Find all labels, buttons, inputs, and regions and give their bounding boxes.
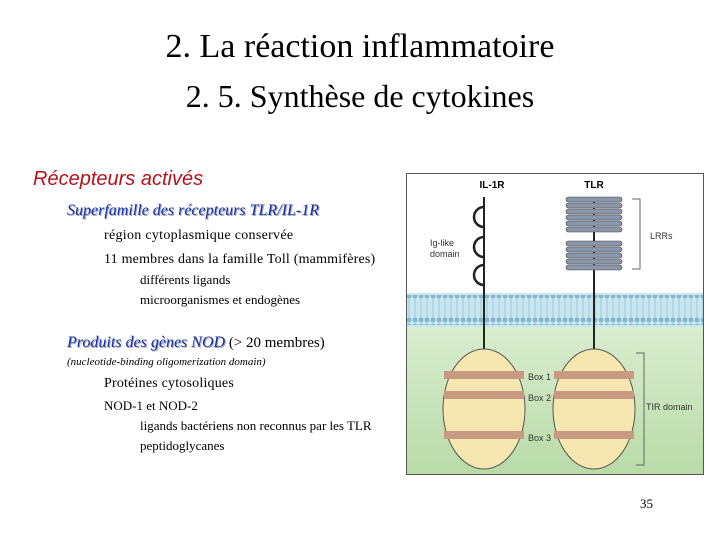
label-box1: Box 1 — [528, 372, 551, 382]
label-lrrs: LRRs — [650, 231, 673, 241]
label-box3: Box 3 — [528, 433, 551, 443]
label-il1r: IL-1R — [480, 180, 506, 191]
nod-line-4: peptidoglycanes — [140, 438, 225, 453]
tlr-tir-domain — [552, 348, 636, 470]
receptor-figure: IL-1R TLR Ig-like domain LRRs — [406, 173, 704, 475]
ig-loop-3 — [472, 263, 485, 287]
nod-line-1: Protéines cytosoliques — [104, 376, 234, 391]
nod-heading-row: Produits des gènes NOD (> 20 membres) — [67, 334, 325, 352]
label-ig-like: Ig-like — [430, 238, 454, 248]
lrr-stack-upper — [565, 196, 623, 233]
label-domain: domain — [430, 249, 460, 259]
nod-heading-suffix: (> 20 membres) — [225, 335, 325, 351]
nod-line-3: ligands bactériens non reconnus par les … — [140, 418, 372, 433]
superfamily-line-2: 11 membres dans la famille Toll (mammifè… — [104, 252, 376, 267]
lrr-stack-lower — [565, 240, 623, 271]
lrr-bracket — [632, 198, 641, 270]
nod-line-2: NOD-1 et NOD-2 — [104, 398, 198, 413]
superfamily-line-3: différents ligands — [140, 272, 231, 287]
ig-loop-1 — [472, 205, 485, 229]
tir-bracket — [636, 352, 645, 466]
slide-title: 2. La réaction inflammatoire — [165, 28, 555, 65]
il1r-tir-domain — [442, 348, 526, 470]
ig-loop-2 — [472, 235, 485, 259]
label-tlr: TLR — [584, 180, 604, 191]
label-tir-domain: TIR domain — [646, 402, 693, 412]
superfamily-line-1: région cytoplasmique conservée — [104, 228, 294, 243]
section-heading: Récepteurs activés — [33, 168, 204, 190]
lipid-bilayer — [407, 295, 703, 325]
superfamily-line-4: microorganismes et endogènes — [140, 292, 301, 307]
receptor-diagram: IL-1R TLR Ig-like domain LRRs — [406, 173, 704, 475]
superfamily-heading: Superfamille des récepteurs TLR/IL-1R — [67, 202, 319, 219]
nod-subtitle: (nucleotide-binding oligomerization doma… — [67, 356, 266, 368]
page-number: 35 — [640, 496, 653, 511]
slide-subtitle: 2. 5. Synthèse de cytokines — [185, 78, 535, 114]
label-box2: Box 2 — [528, 393, 551, 403]
nod-heading: Produits des gènes NOD — [67, 334, 226, 351]
